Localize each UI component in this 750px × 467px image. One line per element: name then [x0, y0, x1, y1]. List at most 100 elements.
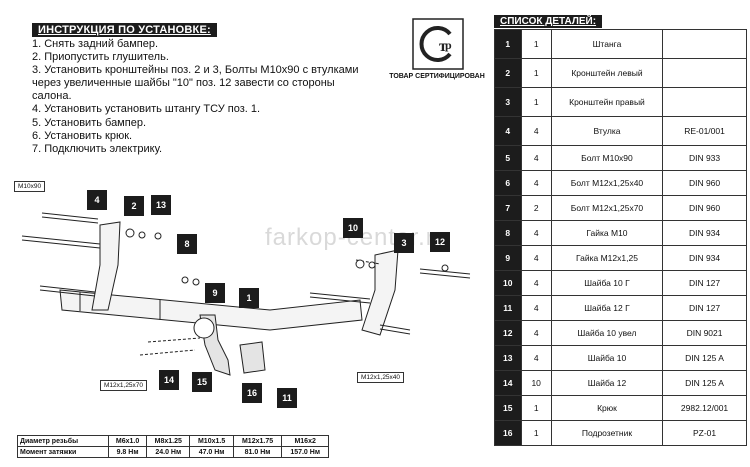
part-number: 4: [494, 116, 522, 146]
thread-size: M16x2: [281, 435, 329, 447]
part-standard: DIN 934: [662, 245, 747, 271]
part-number: 16: [494, 420, 522, 446]
callout-14: 14: [159, 370, 179, 390]
part-number: 9: [494, 245, 522, 271]
callout-16: 16: [242, 383, 262, 403]
washers: [125, 228, 449, 286]
thread-size: M6x1.0: [107, 435, 148, 447]
part-quantity: 4: [520, 245, 552, 271]
instructions-title: ИНСТРУКЦИЯ ПО УСТАНОВКЕ:: [32, 23, 217, 37]
torque-value: 47.0 Нм: [189, 446, 234, 458]
part-name: Шайба 12: [550, 370, 664, 396]
part-number: 1: [494, 29, 522, 59]
part-quantity: 4: [520, 345, 552, 371]
part-name: Болт М12х1,25х70: [550, 195, 664, 221]
part-name: Гайка М10: [550, 220, 664, 246]
part-quantity: 1: [520, 58, 552, 88]
torque-value: 81.0 Нм: [232, 446, 283, 458]
part-quantity: 4: [520, 116, 552, 146]
torque-value: 9.8 Нм: [107, 446, 148, 458]
callout-1: 1: [239, 288, 259, 308]
part-standard: DIN 125 A: [662, 345, 747, 371]
part-number: 11: [494, 295, 522, 321]
part-quantity: 1: [520, 395, 552, 421]
part-standard: DIN 9021: [662, 320, 747, 346]
part-name: Шайба 10 Г: [550, 270, 664, 296]
bolt-label-m10x90: M10x90: [14, 181, 46, 192]
part-name: Гайка М12х1,25: [550, 245, 664, 271]
part-number: 13: [494, 345, 522, 371]
callout-11: 11: [277, 388, 297, 408]
part-quantity: 4: [520, 320, 552, 346]
part-quantity: 1: [520, 87, 552, 117]
part-standard: 2982.12/001: [662, 395, 747, 421]
part-quantity: 4: [520, 295, 552, 321]
part-quantity: 4: [520, 220, 552, 246]
bolts-left: [21, 212, 201, 356]
thread-diameter-label: Диаметр резьбы: [17, 435, 109, 447]
part-quantity: 4: [520, 270, 552, 296]
part-number: 14: [494, 370, 522, 396]
part-standard: RE-01/001: [662, 116, 747, 146]
socket-holder: [239, 341, 266, 374]
callout-4: 4: [87, 190, 107, 210]
right-bracket: [361, 249, 399, 336]
certification-text: ТОВАР СЕРТИФИЦИРОВАН: [389, 73, 485, 80]
part-standard: DIN 127: [662, 295, 747, 321]
part-quantity: 1: [520, 29, 552, 59]
tow-bar: [59, 289, 363, 331]
assembly-diagram: [21, 212, 471, 376]
bolt-label-m12x1-25x70: M12x1,25x70: [100, 380, 148, 391]
callout-2: 2: [124, 196, 144, 216]
part-number: 5: [494, 145, 522, 171]
part-standard: PZ-01: [662, 420, 747, 446]
thread-size: M10x1.5: [189, 435, 234, 447]
left-bracket: [91, 221, 121, 311]
part-name: Кронштейн правый: [550, 87, 664, 117]
part-name: Шайба 12 Г: [550, 295, 664, 321]
part-name: Штанга: [550, 29, 664, 59]
part-name: Болт М10х90: [550, 145, 664, 171]
callout-10: 10: [343, 218, 363, 238]
bolt-label-m12x1-25x40: M12x1,25x40: [357, 372, 405, 383]
instructions-steps: 1. Снять задний бампер. 2. Приопустить г…: [32, 38, 359, 155]
callout-8: 8: [177, 234, 197, 254]
part-standard: DIN 960: [662, 195, 747, 221]
part-number: 2: [494, 58, 522, 88]
part-name: Крюк: [550, 395, 664, 421]
svg-text:р: р: [445, 38, 452, 52]
part-name: Шайба 10: [550, 345, 664, 371]
part-number: 6: [494, 170, 522, 196]
part-quantity: 2: [520, 195, 552, 221]
part-standard: DIN 125 A: [662, 370, 747, 396]
parts-list-title: СПИСОК ДЕТАЛЕЙ:: [494, 15, 603, 28]
part-number: 12: [494, 320, 522, 346]
part-standard: DIN 934: [662, 220, 747, 246]
part-quantity: 10: [520, 370, 552, 396]
part-quantity: 4: [520, 145, 552, 171]
part-quantity: 1: [520, 420, 552, 446]
part-standard: DIN 960: [662, 170, 747, 196]
part-number: 3: [494, 87, 522, 117]
part-name: Шайба 10 увел: [550, 320, 664, 346]
torque-value: 24.0 Нм: [146, 446, 191, 458]
part-standard: [662, 87, 747, 117]
part-number: 7: [494, 195, 522, 221]
callout-9: 9: [205, 283, 225, 303]
torque-value: 157.0 Нм: [281, 446, 329, 458]
thread-size: M8x1.25: [146, 435, 191, 447]
part-name: Болт М12х1,25х40: [550, 170, 664, 196]
part-quantity: 4: [520, 170, 552, 196]
